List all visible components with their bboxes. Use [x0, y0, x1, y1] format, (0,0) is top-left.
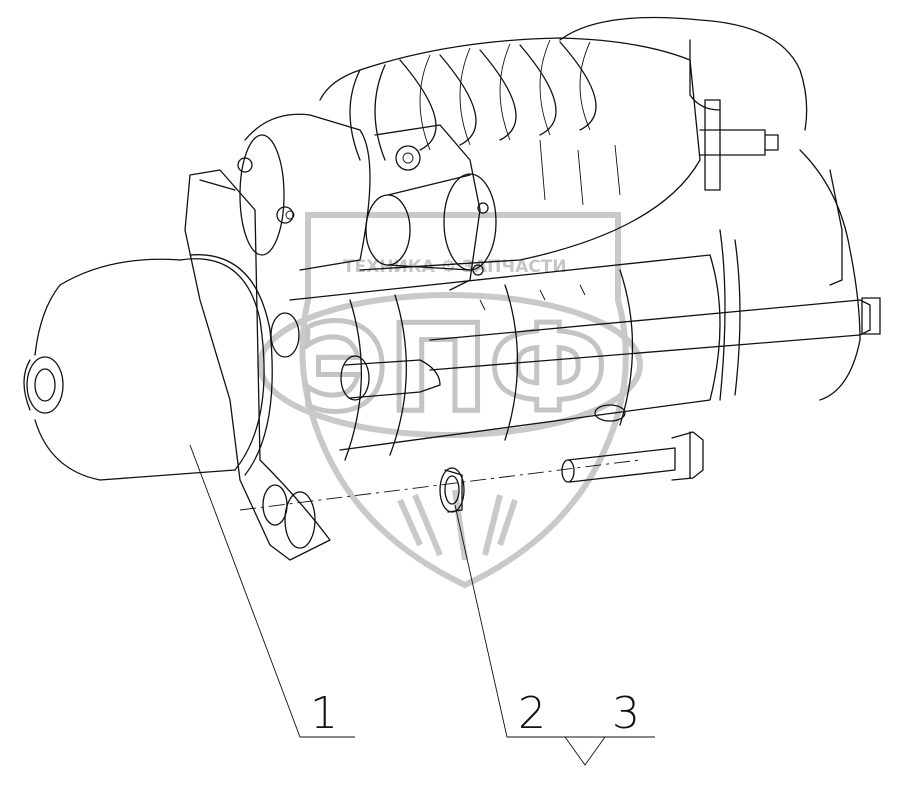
- watermark-top-text: ТЕХНИКА ⚙ ЗАПЧАСТИ: [343, 257, 567, 277]
- watermark: ТЕХНИКА ⚙ ЗАПЧАСТИ ЭПФ: [257, 212, 643, 589]
- callout-label-3: 3: [612, 688, 640, 739]
- callout-label-1: 1: [310, 688, 338, 739]
- watermark-wheat-icon: [397, 489, 518, 561]
- watermark-logo-text: ЭПФ: [300, 300, 608, 439]
- bolt-part: [561, 431, 704, 483]
- callout-label-2: 2: [518, 688, 546, 739]
- starter-body: [23, 16, 881, 561]
- callout-2-3: 2 3: [454, 504, 655, 766]
- washer-part: [439, 467, 465, 513]
- callout-1: 1: [189, 444, 355, 739]
